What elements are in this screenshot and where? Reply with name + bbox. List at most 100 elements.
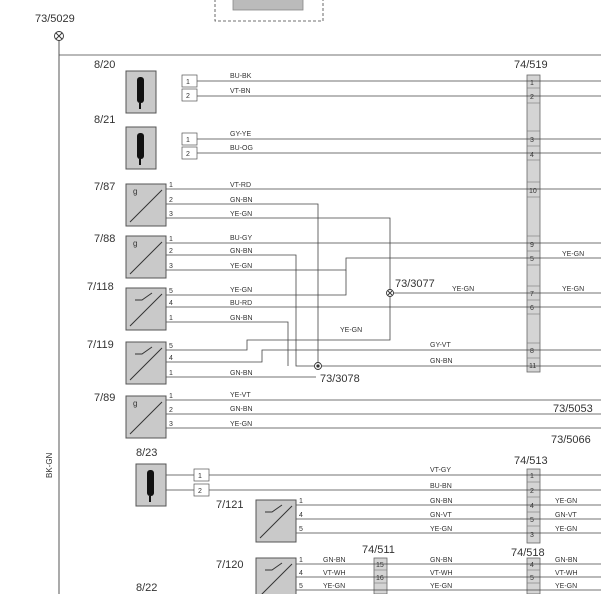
pin-label: 5: [299, 583, 303, 590]
connector-pin-label: 16: [376, 575, 384, 582]
pin-label: 1: [169, 315, 173, 322]
pin-label: 3: [169, 421, 173, 428]
connector-pin-label: 5: [530, 256, 534, 263]
wire-label: GN-BN: [430, 557, 453, 564]
wire-label: YE-VT: [230, 392, 251, 399]
connector-74-518-label: 74/518: [511, 547, 545, 559]
wire-label: GN-BN: [323, 557, 346, 564]
connector-pin-label: 2: [530, 94, 534, 101]
wire-label: VT-WH: [323, 570, 346, 577]
wire-label: YE-GN: [230, 263, 252, 270]
wire-label: BU-RD: [230, 300, 252, 307]
pin-label: 1: [169, 236, 173, 243]
wire-label: YE-GN: [562, 286, 584, 293]
wire-label: YE-GN: [562, 251, 584, 258]
connector-pin-label: 1: [530, 473, 534, 480]
joint-3077-label: 73/3077: [395, 278, 435, 290]
connector-pin-label: 2: [530, 488, 534, 495]
wire-label: YE-GN: [230, 421, 252, 428]
top-dashed-box: [214, 0, 324, 22]
component-7-88-label: 7/88: [94, 233, 115, 245]
wire-label: GN-BN: [430, 358, 453, 365]
pressure-sensor-7-121: [255, 499, 297, 543]
wire-label: VT-WH: [555, 570, 578, 577]
sensor-8-21: [125, 126, 157, 170]
connector-pin-label: 4: [530, 152, 534, 159]
sensor-8-20: [125, 70, 157, 114]
g-sensor-7-88: g: [125, 235, 167, 279]
wire-label: GN-BN: [555, 557, 578, 564]
wire-label: BU-BK: [230, 73, 252, 80]
wire-label: GN-BN: [230, 406, 253, 413]
wire-label: BU-GY: [230, 235, 253, 242]
pin-label: 1: [169, 370, 173, 377]
connector-74-518: [526, 557, 541, 594]
pin-label: 1: [186, 137, 190, 144]
wire-label: YE-GN: [555, 583, 577, 590]
wire-label: GN-VT: [430, 512, 453, 519]
sensor-8-23: [135, 463, 167, 507]
wire-label: GY-VT: [430, 342, 451, 349]
joint-5053-label: 73/5053: [553, 403, 593, 415]
joint-3078-icon: [314, 362, 322, 370]
wire-label: YE-GN: [555, 498, 577, 505]
connector-pin-label: 9: [530, 242, 534, 249]
connector-74-513-label: 74/513: [514, 455, 548, 467]
svg-text:g: g: [133, 187, 137, 196]
pin-label: 2: [186, 151, 190, 158]
component-7-121-label: 7/121: [216, 499, 244, 511]
connector-pin-label: 5: [530, 517, 534, 524]
connector-74-511: [373, 557, 388, 594]
pressure-sensor-7-119: [125, 341, 167, 385]
wire-label: GN-BN: [430, 498, 453, 505]
connector-pin-label: 10: [529, 188, 537, 195]
pin-label: 4: [169, 300, 173, 307]
g-sensor-7-87: g: [125, 183, 167, 227]
wire-label: GN-BN: [230, 370, 253, 377]
wire-label: BU-BN: [430, 483, 452, 490]
wire-label: YE-GN: [230, 287, 252, 294]
pin-label: 5: [299, 526, 303, 533]
pin-label: 2: [169, 407, 173, 414]
connector-pin-label: 8: [530, 348, 534, 355]
pin-label: 4: [299, 570, 303, 577]
connector-pin-label: 3: [530, 532, 534, 539]
wire-label: BU-OG: [230, 145, 253, 152]
pin-label: 1: [186, 79, 190, 86]
connector-pin-label: 1: [530, 80, 534, 87]
wire-label: GY-YE: [230, 131, 251, 138]
pin-label: 5: [169, 343, 173, 350]
pin-label: 1: [299, 557, 303, 564]
wire-label: GN-BN: [230, 315, 253, 322]
ground-symbol-icon: [54, 31, 64, 41]
connector-74-511-label: 74/511: [362, 544, 395, 556]
component-8-20-label: 8/20: [94, 59, 115, 71]
svg-text:g: g: [133, 239, 137, 248]
pin-label: 2: [186, 93, 190, 100]
joint-3078-label: 73/3078: [320, 373, 360, 385]
joint-5066-label: 73/5066: [551, 434, 591, 446]
pin-label: 2: [169, 197, 173, 204]
ground-ref-label: 73/5029: [35, 13, 75, 25]
wire-label: YE-GN: [430, 526, 452, 533]
connector-pin-label: 11: [529, 363, 536, 370]
connector-pin-label: 5: [530, 575, 534, 582]
wire-label: GN-VT: [555, 512, 578, 519]
pressure-sensor-7-120: [255, 557, 297, 594]
wire-label: YE-GN: [430, 583, 452, 590]
connector-pin-label: 7: [530, 291, 534, 298]
wire-label: YE-GN: [340, 327, 362, 334]
pressure-sensor-7-118: [125, 287, 167, 331]
component-7-87-label: 7/87: [94, 181, 115, 193]
connector-pin-label: 15: [376, 562, 384, 569]
connector-pin-label: 4: [530, 562, 534, 569]
wire-label: VT-WH: [430, 570, 453, 577]
joint-3077-icon: [386, 289, 394, 297]
wire-label: GN-BN: [230, 197, 253, 204]
pin-label: 5: [169, 288, 173, 295]
harness-color-label: BK-GN: [45, 452, 54, 478]
top-box-fill: [232, 0, 304, 11]
component-7-120-label: 7/120: [216, 559, 244, 571]
connector-pin-label: 4: [530, 503, 534, 510]
